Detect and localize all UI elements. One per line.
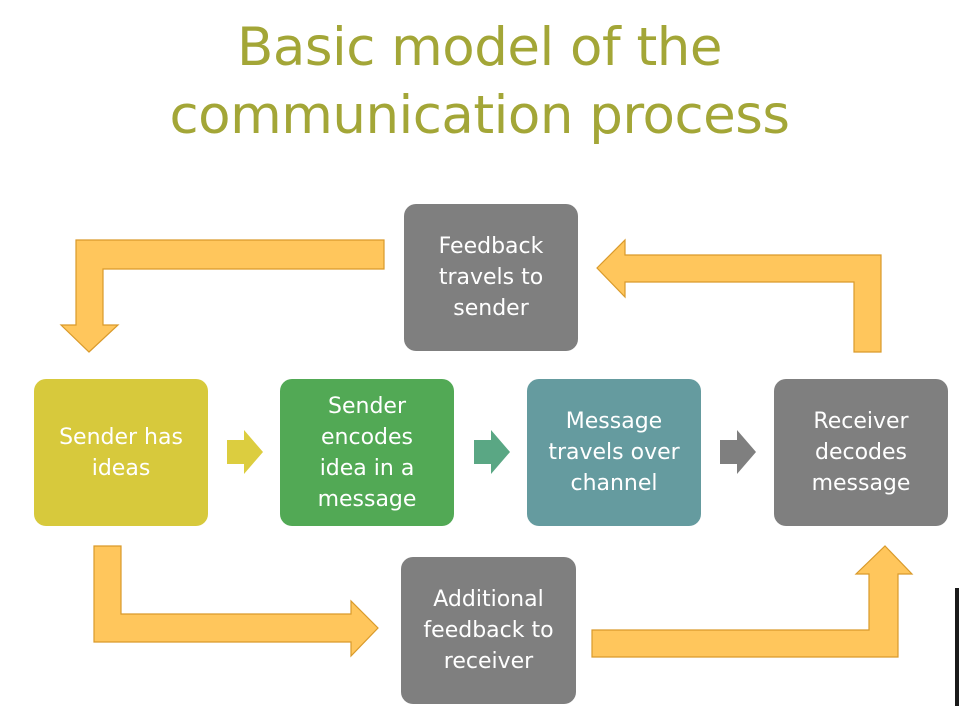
box-feedback-to-sender: Feedback travels to sender bbox=[404, 204, 578, 351]
arrow-receiver-to-feedback bbox=[596, 238, 882, 353]
box-sender-label: Sender has ideas bbox=[59, 424, 183, 481]
box-additional-feedback: Additional feedback to receiver bbox=[401, 557, 576, 704]
box-sender-encodes: Sender encodes idea in a message bbox=[280, 379, 454, 526]
slide-title: Basic model of the communication process bbox=[0, 14, 959, 150]
title-line-1: Basic model of the bbox=[237, 17, 722, 78]
box-channel-label: Message travels over channel bbox=[548, 409, 680, 496]
arrow-feedback-to-sender bbox=[59, 239, 385, 353]
arrow-additional-to-receiver bbox=[591, 545, 914, 658]
box-additional-label: Additional feedback to receiver bbox=[423, 587, 554, 674]
title-line-2: communication process bbox=[169, 85, 790, 146]
box-receiver-label: Receiver decodes message bbox=[811, 409, 911, 496]
box-message-travels: Message travels over channel bbox=[527, 379, 701, 526]
box-feedback-label: Feedback travels to sender bbox=[438, 234, 544, 321]
arrow-sender-to-encode bbox=[227, 430, 263, 474]
box-encode-label: Sender encodes idea in a message bbox=[317, 393, 417, 512]
box-receiver-decodes: Receiver decodes message bbox=[774, 379, 948, 526]
arrow-channel-to-receiver bbox=[720, 430, 756, 474]
box-sender-has-ideas: Sender has ideas bbox=[34, 379, 208, 526]
arrow-encode-to-channel bbox=[474, 430, 510, 474]
edge-divider bbox=[955, 588, 959, 706]
arrow-sender-to-additional bbox=[93, 545, 379, 658]
